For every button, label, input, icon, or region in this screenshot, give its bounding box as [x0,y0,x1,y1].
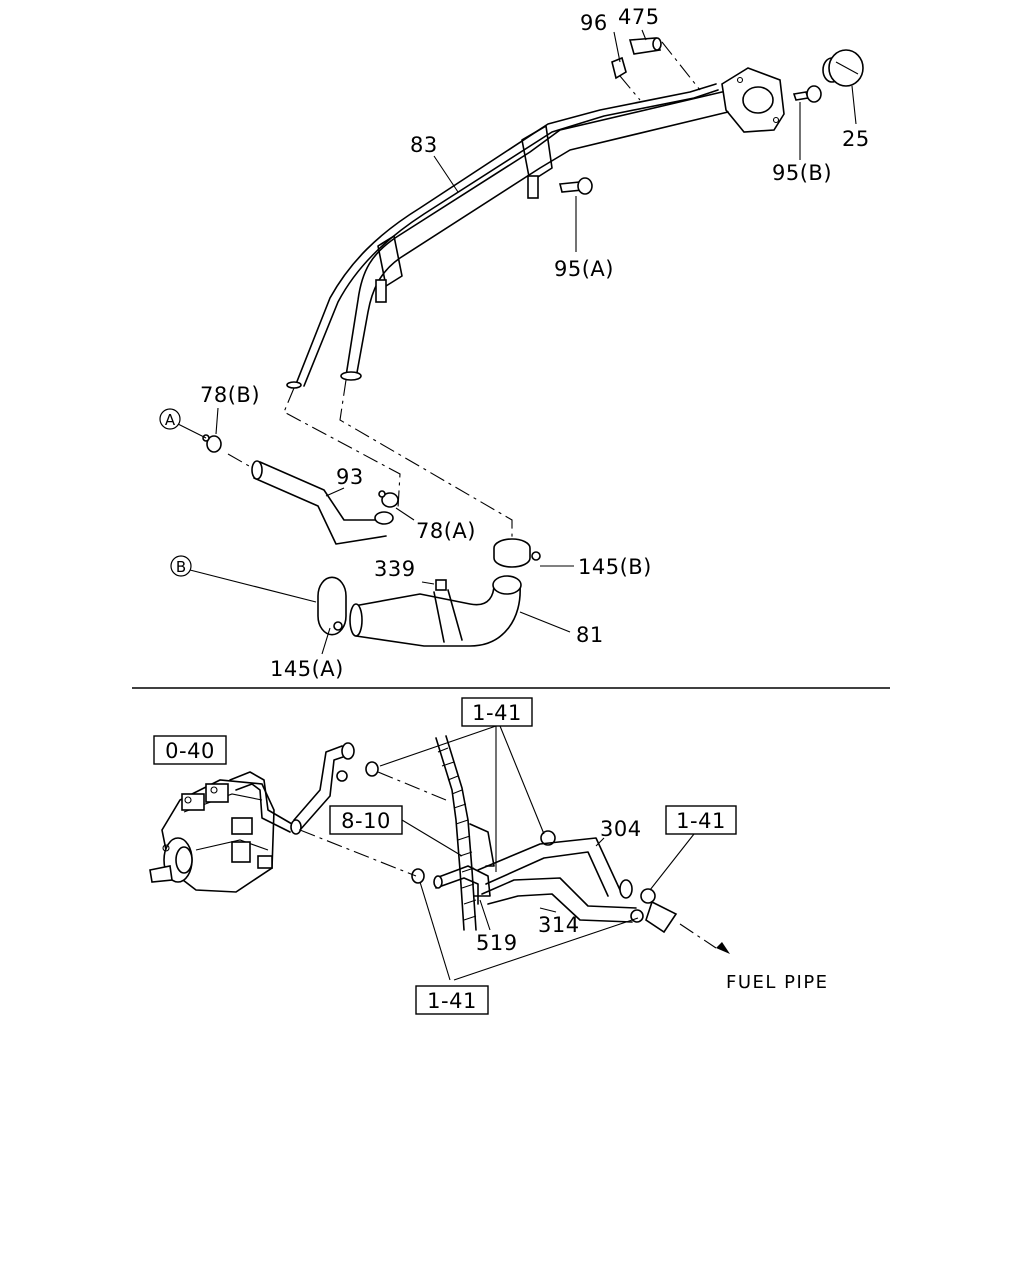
circle-label-b: B [170,555,192,577]
hose-475 [628,37,662,55]
label-95a: 95(A) [554,257,614,281]
hose-93 [251,460,394,545]
fuel-injection-pump [149,742,355,893]
bolt-95a [558,177,593,195]
filler-pipe-83 [286,83,729,389]
label-304: 304 [600,817,642,841]
fuel-pipe-outlet [645,900,678,934]
clamp-middle-left [411,868,425,884]
svg-text:A: A [165,411,176,429]
label-145a: 145(A) [270,657,344,681]
svg-text:1-41: 1-41 [676,809,726,833]
label-81: 81 [576,623,604,647]
clamp-78a [378,490,399,508]
label-145b: 145(B) [578,555,652,579]
svg-text:B: B [176,558,186,576]
clip-96 [611,56,627,80]
bolt-95b [792,85,822,103]
label-78a: 78(A) [416,519,476,543]
ref-box-8-10[interactable]: 8-10 [329,805,403,835]
fuel-cap-25 [822,49,864,87]
wire-harness [435,735,477,931]
label-95b: 95(B) [772,161,832,185]
clamp-78b [202,434,222,453]
label-519: 519 [476,931,518,955]
svg-text:1-41: 1-41 [472,701,522,725]
clamp-339 [433,579,463,643]
label-78b: 78(B) [200,383,260,407]
filler-neck-flange [721,67,785,133]
label-93: 93 [336,465,364,489]
label-fuel-pipe: FUEL PIPE [726,972,829,993]
clamp-145a [317,576,347,636]
label-25: 25 [842,127,870,151]
clamp-right [640,888,656,904]
label-314: 314 [538,913,580,937]
label-96: 96 [580,11,608,35]
fuel-hose-314 [481,877,637,923]
fuel-hose-519 [433,823,495,905]
clamp-upper-left [365,761,379,777]
clamp-145b [493,538,541,568]
label-475: 475 [618,5,660,29]
ref-box-1-41-right[interactable]: 1-41 [665,805,737,835]
svg-text:0-40: 0-40 [165,739,215,763]
ref-box-1-41-top[interactable]: 1-41 [461,697,533,727]
label-83: 83 [410,133,438,157]
svg-text:8-10: 8-10 [341,809,391,833]
label-339: 339 [374,557,416,581]
svg-text:1-41: 1-41 [427,989,477,1013]
ref-box-0-40[interactable]: 0-40 [153,735,227,765]
fuel-hose-304 [477,837,633,899]
circle-label-a: A [159,408,181,430]
hose-81 [349,575,522,647]
ref-box-1-41-bottom[interactable]: 1-41 [415,985,489,1015]
clamp-upper-right [540,830,556,846]
